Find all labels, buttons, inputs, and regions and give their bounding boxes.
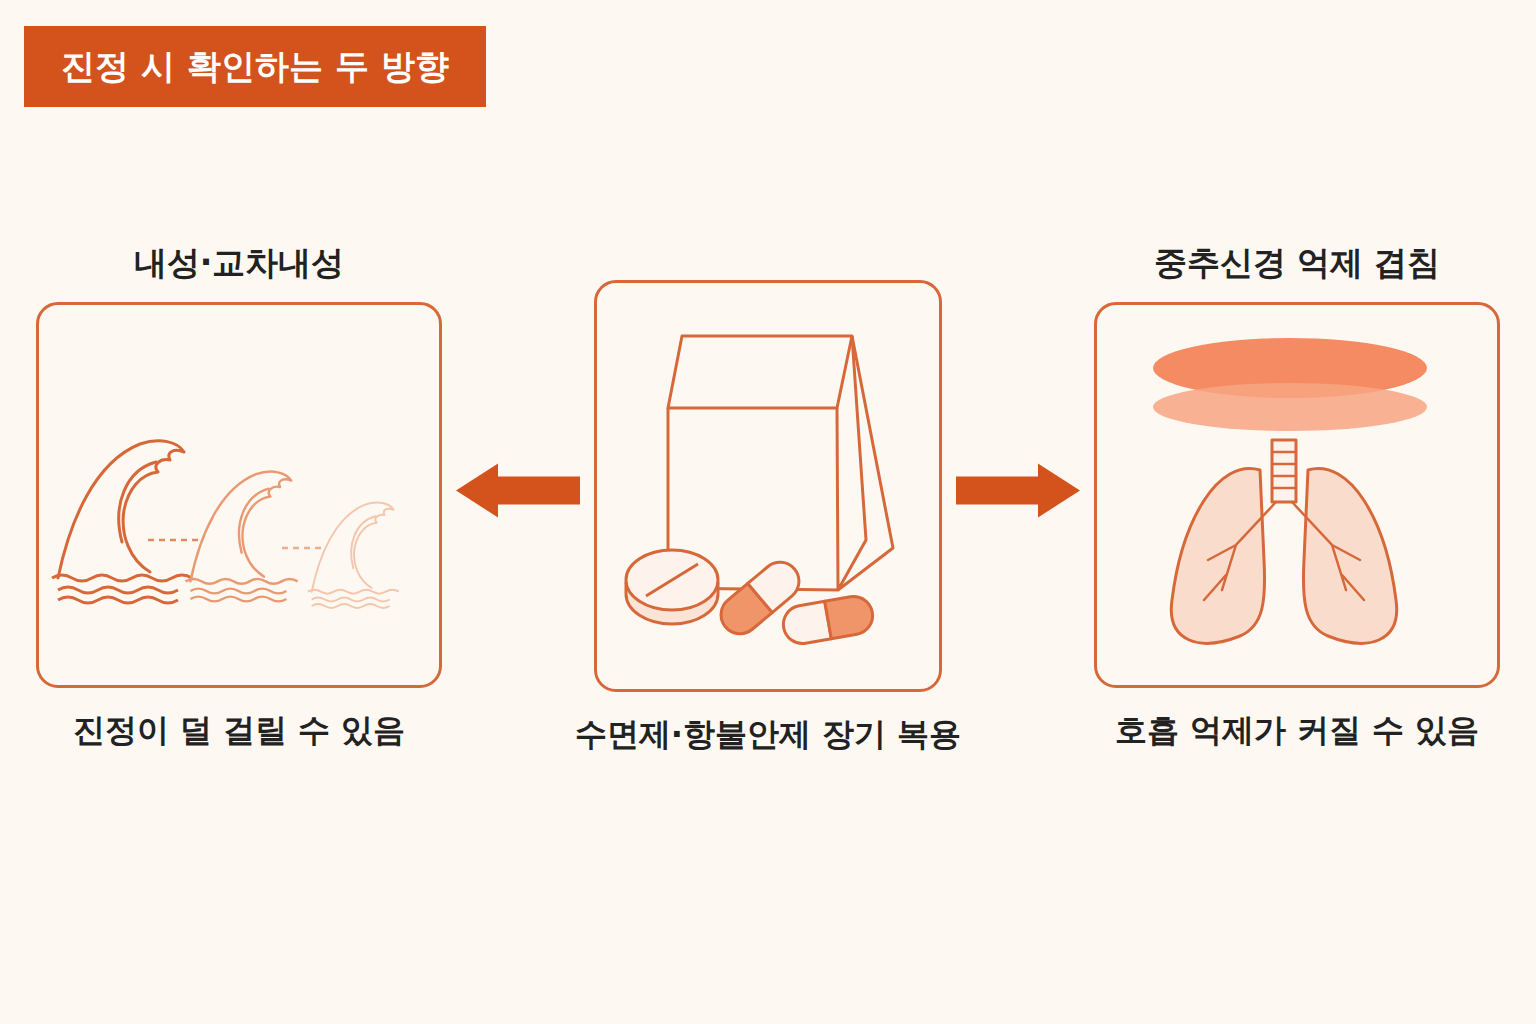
capsule: [713, 555, 806, 642]
illustration-box: 수면제·항불안제 장기 복용: [594, 280, 942, 692]
respiratory-icon: [1153, 338, 1427, 643]
suppression-layer: [1153, 383, 1427, 431]
lung: [1303, 469, 1396, 644]
illustration-box: 내성·교차내성진정이 덜 걸릴 수 있음: [36, 302, 442, 688]
block-arrow: [956, 464, 1080, 518]
tablet-side: [626, 582, 718, 624]
dash-link: [282, 547, 322, 550]
box-heading: 내성·교차내성: [0, 243, 499, 283]
box-caption: 수면제·항불안제 장기 복용: [537, 715, 999, 753]
trachea: [1272, 440, 1296, 502]
trachea-rings: [1272, 452, 1296, 488]
medicine-bag-icon: [626, 336, 893, 647]
lung: [1171, 469, 1264, 644]
box-caption: 진정이 덜 걸릴 수 있음: [0, 711, 499, 749]
tablet-score: [646, 564, 698, 596]
capsule: [780, 593, 875, 646]
dash-link: [148, 539, 198, 542]
tablet: [626, 550, 718, 610]
bronchi: [1204, 502, 1364, 600]
wave-medium: [186, 472, 298, 602]
bag-body: [668, 336, 893, 590]
wave-small: [308, 502, 399, 607]
box-heading: 중추신경 억제 겹침: [1037, 243, 1536, 283]
illustration-box: 중추신경 억제 겹침호흡 억제가 커질 수 있음: [1094, 302, 1500, 688]
wave-icons: [52, 441, 399, 608]
wave-large: [52, 441, 192, 603]
bag-flap: [668, 336, 852, 408]
block-arrow: [456, 464, 580, 518]
box-caption: 호흡 억제가 커질 수 있음: [1037, 711, 1536, 749]
bag-side: [837, 336, 866, 590]
suppression-layer: [1153, 338, 1427, 398]
title-banner: 진정 시 확인하는 두 방향: [24, 26, 486, 107]
